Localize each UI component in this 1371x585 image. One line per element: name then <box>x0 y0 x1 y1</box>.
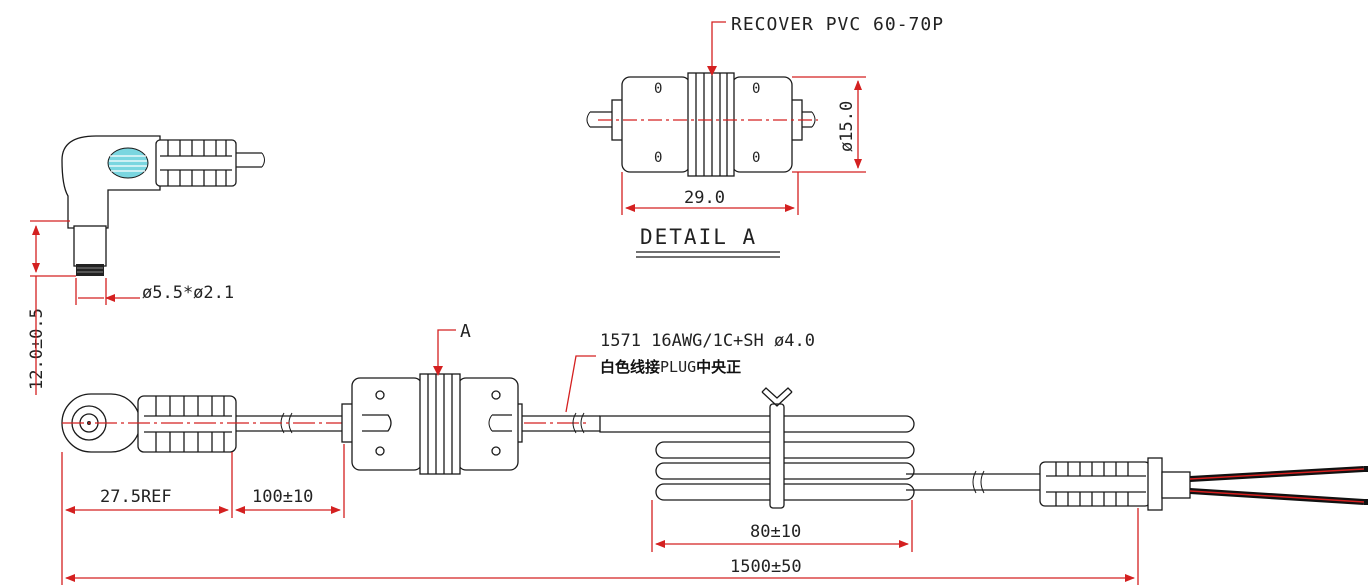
dim-ref: 27.5REF <box>100 487 172 507</box>
ref-label-a: A <box>460 321 471 342</box>
detail-hole-marker: 0 <box>752 81 760 97</box>
dim-total: 1500±50 <box>730 557 802 577</box>
main-assembly: A 1571 16AWG/1C+SH ø4.0 白色线接PLUG中央正 <box>61 321 1368 585</box>
detail-callout: RECOVER PVC 60-70P <box>731 14 944 35</box>
detail-width-dim: 29.0 <box>684 188 725 208</box>
plug-side-view: ø5.5*ø2.1 12.0±0.5 <box>27 135 265 395</box>
wire-note-en: PLUG <box>660 358 696 376</box>
dim-coil: 80±10 <box>750 522 801 542</box>
cable-spec: 1571 16AWG/1C+SH ø4.0 <box>600 331 815 351</box>
detail-hole-marker: 0 <box>752 150 760 166</box>
detail-dia-dim: ø15.0 <box>837 101 857 152</box>
dim-gap: 100±10 <box>252 487 313 507</box>
wire-note: 白色线接PLUG中央正 <box>600 358 741 376</box>
detail-a: 0 0 0 0 RECOVER PVC 60-70P 29.0 ø15.0 DE… <box>586 14 944 258</box>
detail-hole-marker: 0 <box>654 81 662 97</box>
wire-note-cn-2: 中央正 <box>696 358 741 376</box>
plug-length-dim: 12.0±0.5 <box>27 308 47 390</box>
detail-title: DETAIL A <box>640 225 757 249</box>
detail-hole-marker: 0 <box>654 150 662 166</box>
plug-size-label: ø5.5*ø2.1 <box>142 283 234 303</box>
wire-note-cn-1: 白色线接 <box>600 358 660 376</box>
